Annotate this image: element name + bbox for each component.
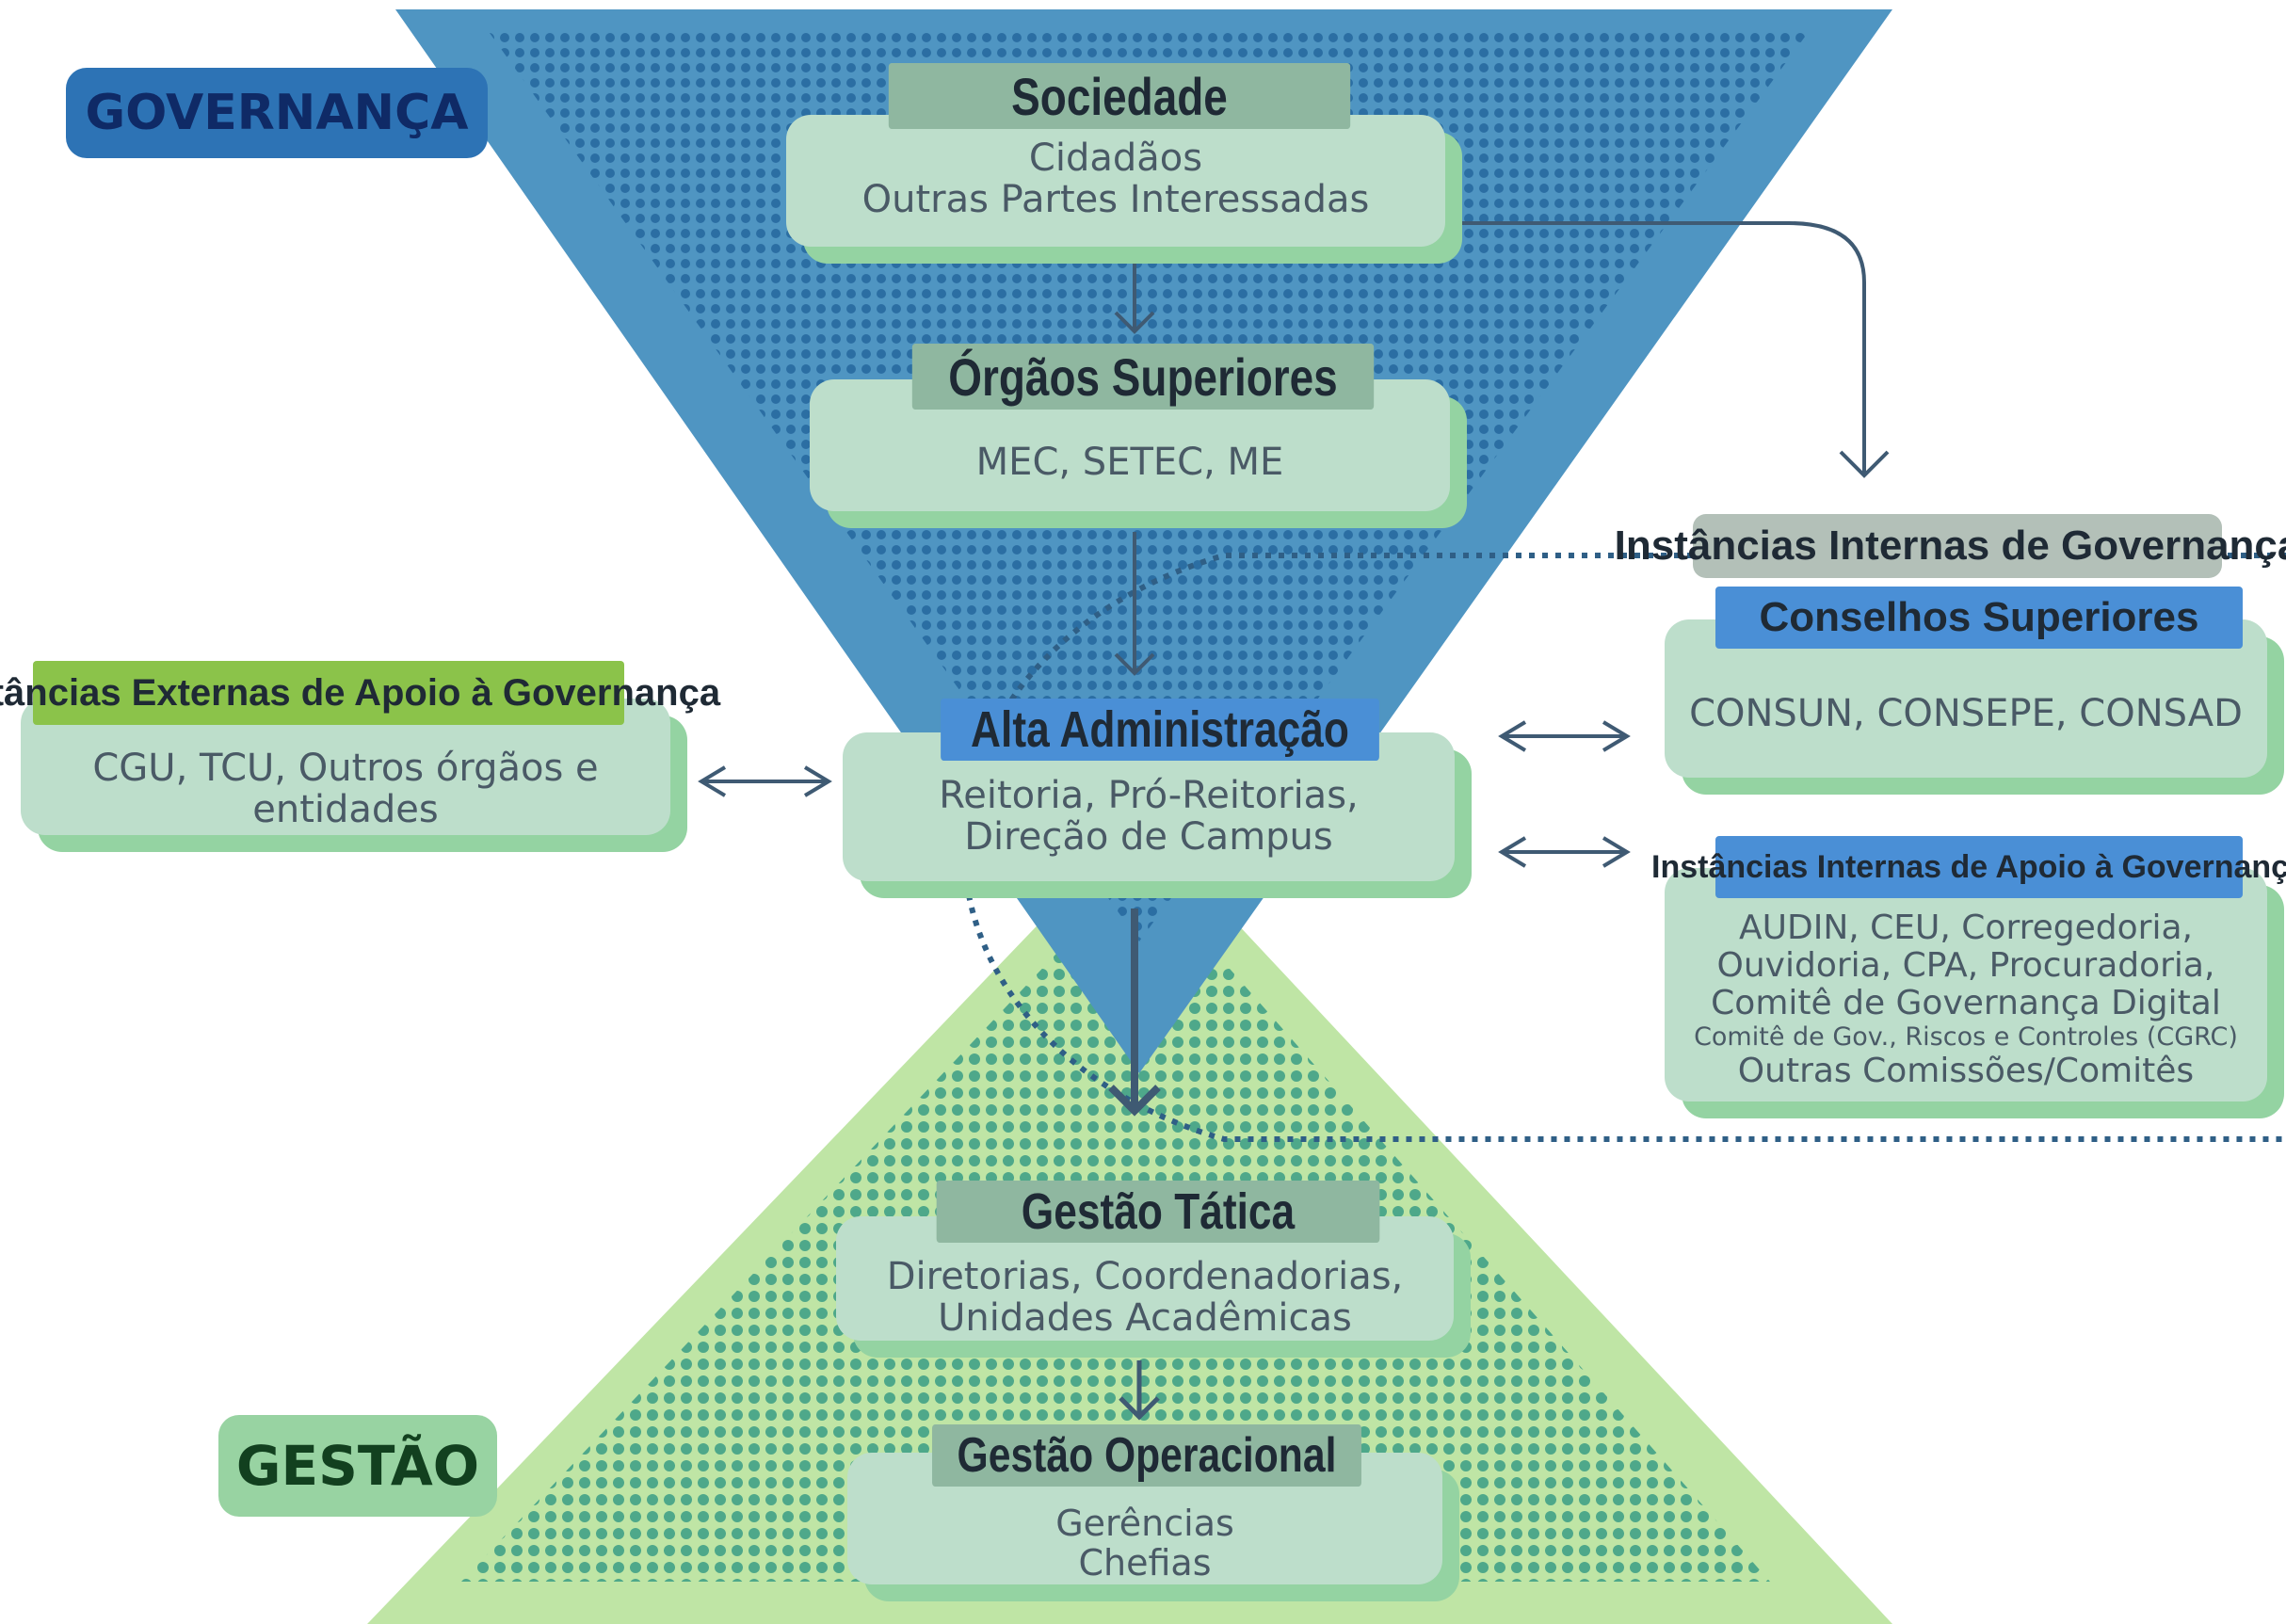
sociedade-title: Sociedade	[888, 63, 1351, 129]
apoio-line-3: Comitê de Governança Digital	[1711, 984, 2221, 1022]
sociedade-line-1: Cidadãos	[1028, 137, 1203, 180]
conselhos-text: CONSUN, CONSEPE, CONSAD	[1665, 693, 2267, 734]
operacional-title: Gestão Operacional	[932, 1424, 1361, 1487]
tatica-line-2: Unidades Acadêmicas	[938, 1296, 1352, 1340]
governanca-label: GOVERNANÇA	[66, 68, 488, 158]
tatica-line-1: Diretorias, Coordenadorias,	[886, 1255, 1404, 1298]
sociedade-line-2: Outras Partes Interessadas	[861, 178, 1370, 221]
orgaos-line-1: MEC, SETEC, ME	[975, 441, 1284, 484]
operacional-line-1: Gerências	[1055, 1503, 1234, 1544]
externas-text: CGU, TCU, Outros órgãos e entidades	[21, 748, 670, 830]
externas-title: Instâncias Externas de Apoio à Governanç…	[0, 661, 720, 725]
connectors	[698, 221, 1890, 1421]
externas-line-2: entidades	[252, 788, 439, 831]
operacional-text: Gerências Chefias	[847, 1503, 1442, 1583]
apoio-line-2: Ouvidoria, CPA, Procuradoria,	[1716, 946, 2215, 985]
apoio-internas-text: AUDIN, CEU, Corregedoria, Ouvidoria, CPA…	[1665, 909, 2267, 1090]
apoio-internas-card: AUDIN, CEU, Corregedoria, Ouvidoria, CPA…	[1665, 868, 2267, 1101]
sociedade-card: Cidadãos Outras Partes Interessadas	[786, 115, 1445, 247]
alta-line-1: Reitoria, Pró-Reitorias,	[939, 774, 1359, 817]
conselhos-title: Conselhos Superiores	[1715, 587, 2243, 649]
externas-line-1: CGU, TCU, Outros órgãos e	[92, 747, 599, 790]
gestao-label: GESTÃO	[218, 1415, 497, 1517]
conselhos-line-1: CONSUN, CONSEPE, CONSAD	[1689, 692, 2243, 735]
internas-header: Instâncias Internas de Governança	[1615, 514, 2286, 578]
tatica-text: Diretorias, Coordenadorias, Unidades Aca…	[836, 1256, 1454, 1339]
alta-text: Reitoria, Pró-Reitorias, Direção de Camp…	[843, 775, 1455, 858]
apoio-line-1: AUDIN, CEU, Corregedoria,	[1739, 908, 2193, 947]
apoio-small-line: Comitê de Gov., Riscos e Controles (CGRC…	[1694, 1022, 2238, 1052]
orgaos-text: MEC, SETEC, ME	[810, 442, 1450, 483]
apoio-last-line: Outras Comissões/Comitês	[1737, 1052, 2195, 1090]
apoio-internas-title: Instâncias Internas de Apoio à Governanç…	[1651, 836, 2286, 898]
orgaos-title: Órgãos Superiores	[911, 344, 1375, 410]
sociedade-text: Cidadãos Outras Partes Interessadas	[786, 137, 1445, 220]
tatica-title: Gestão Tática	[936, 1181, 1380, 1243]
operacional-line-2: Chefias	[1078, 1542, 1212, 1584]
alta-title: Alta Administração	[941, 699, 1379, 761]
alta-line-2: Direção de Campus	[964, 815, 1333, 859]
